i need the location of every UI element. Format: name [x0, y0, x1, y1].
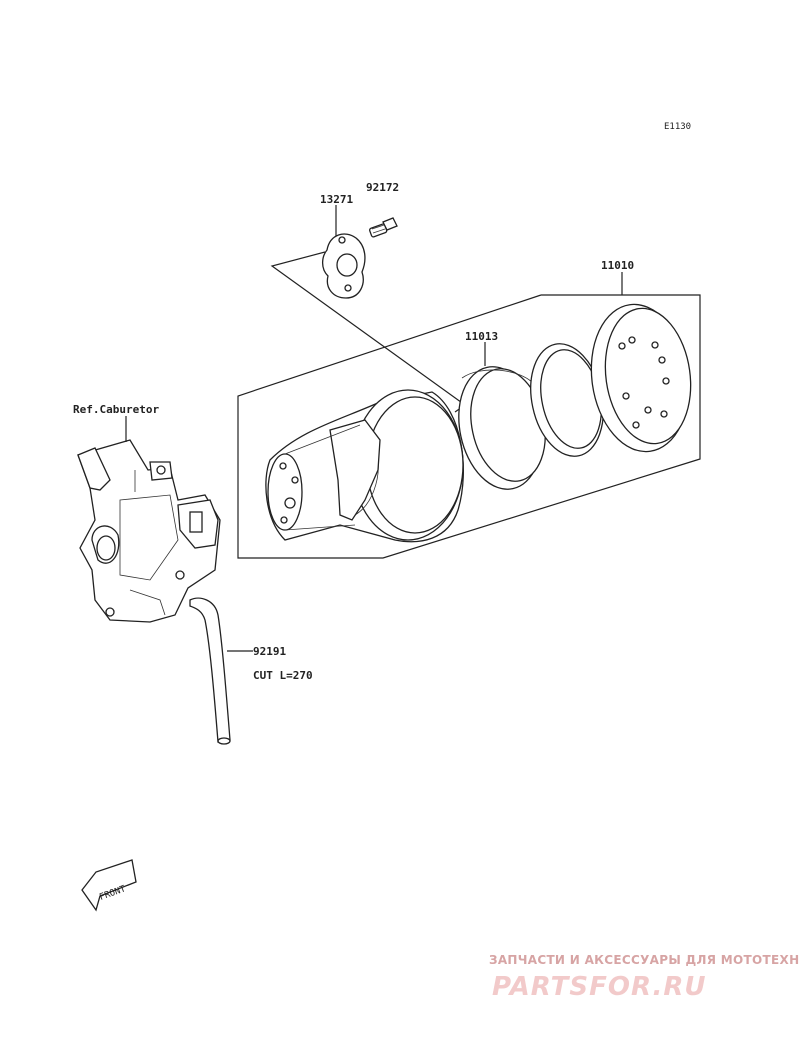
label-cut-length: CUT L=270 [253, 669, 313, 682]
filter-element-11013 [458, 366, 546, 490]
label-11010: 11010 [601, 259, 634, 272]
gasket-13271 [321, 233, 366, 299]
bolt-92172 [369, 217, 398, 238]
air-cleaner-cover-11010 [590, 303, 692, 453]
label-13271: 13271 [320, 193, 353, 206]
filter-ring [530, 343, 604, 457]
label-92191: 92191 [253, 645, 286, 658]
leader-gasket-mount [270, 251, 467, 413]
label-ref-caburetor: Ref.Caburetor [73, 403, 159, 416]
watermark-line1: ЗАПЧАСТИ И АКСЕССУАРЫ ДЛЯ МОТОТЕХНИКИ [489, 953, 800, 967]
assembly-bracket [237, 294, 701, 559]
hose-92191 [189, 597, 231, 745]
front-arrow-icon: FRONT [81, 859, 137, 912]
carburetor-ref [77, 439, 221, 623]
label-11013: 11013 [465, 330, 498, 343]
diagram-id: E1130 [664, 122, 691, 132]
label-92172: 92172 [366, 181, 399, 194]
watermark-line2: PARTSFOR.RU [492, 972, 706, 1002]
air-cleaner-housing [265, 389, 464, 543]
